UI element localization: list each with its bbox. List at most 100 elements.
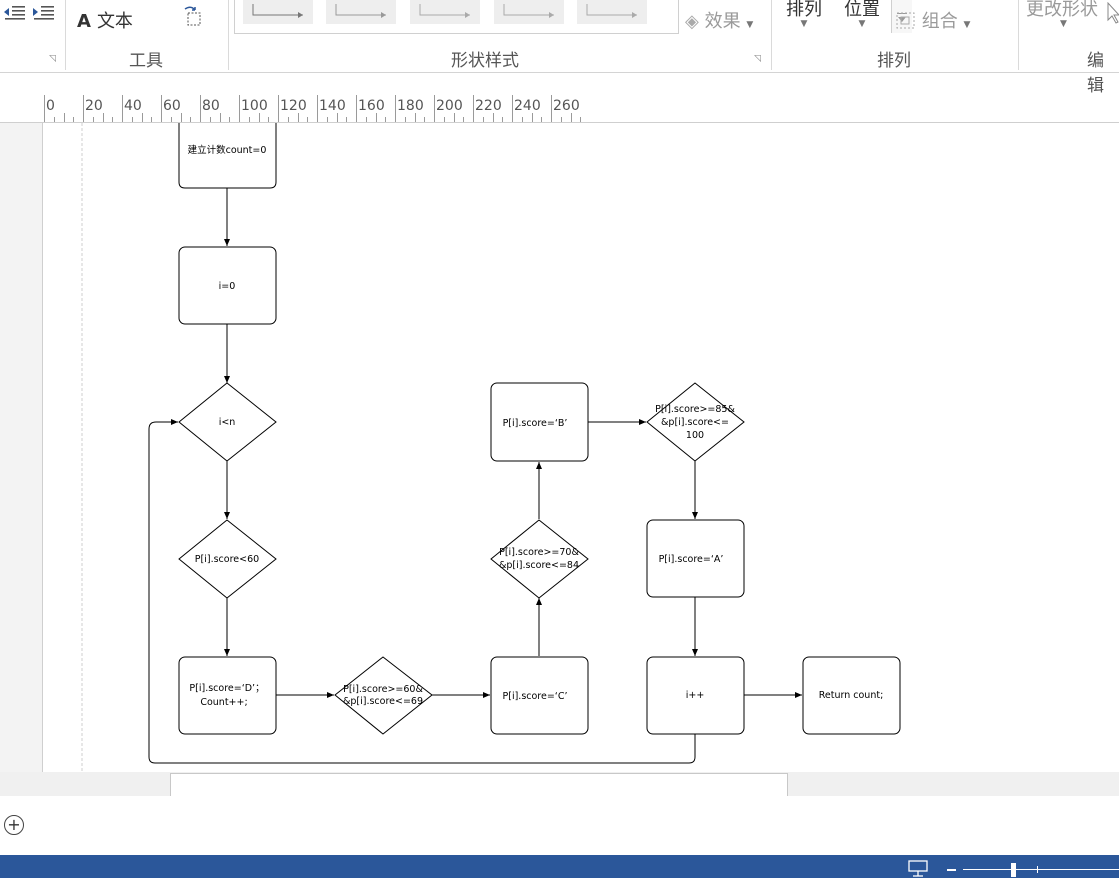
set-a-text: P[i].score=‘A’ [659,554,724,565]
add-page-icon[interactable]: + [4,815,24,835]
ruler-minor-tick [258,113,260,122]
drawing-canvas[interactable]: 建立计数count=0 i=0 i<n P[i].score<60 P[i].s… [0,123,1119,772]
chevron-down-icon: ▼ [1060,19,1067,29]
process-box-init-i[interactable] [178,246,277,325]
decision-60-69[interactable] [334,656,433,735]
ruler-label: 180 [397,98,424,114]
ruler-label: 0 [46,98,55,114]
ruler-minor-tick [375,113,377,122]
shape-styles-launcher-icon[interactable]: ◹ [754,54,761,64]
change-shape-button[interactable]: 更改形状 ▼ [1026,0,1098,29]
edit-group-label: 编辑 [1087,51,1104,96]
decrease-indent-icon[interactable] [4,4,26,24]
ruler-major-tick [551,95,552,122]
cond-60-69-text-2: &p[i].score<=69 [343,696,423,707]
style-thumbnail[interactable] [494,0,564,24]
ruler-major-tick [356,95,357,122]
ruler-minor-tick [141,113,143,122]
pointer-icon[interactable] [1107,1,1119,29]
connection-point-icon[interactable] [181,5,207,36]
ruler-minor-tick [287,117,289,122]
process-box-increment[interactable] [646,656,745,735]
ruler-minor-tick [365,117,367,122]
ruler-minor-tick [92,117,94,122]
change-shape-label: 更改形状 [1026,0,1098,20]
ruler-minor-tick [521,117,523,122]
ruler-major-tick [44,95,45,122]
style-thumbnail[interactable] [410,0,480,24]
process-box-return[interactable] [802,656,901,735]
ribbon-separator [228,0,229,70]
shape-style-gallery[interactable] [234,0,912,34]
ruler-minor-tick [102,113,104,122]
chevron-down-icon: ▼ [858,19,866,29]
ribbon-separator [65,0,66,70]
ruler-minor-tick [248,117,250,122]
ribbon-separator [1018,0,1019,70]
ruler-major-tick [278,95,279,122]
process-box-init-count[interactable] [178,123,277,189]
ruler-label: 160 [358,98,385,114]
ruler-major-tick [161,95,162,122]
effects-icon: ◈ [685,11,699,32]
init-i-text: i=0 [219,281,236,292]
scrollbar-thumb[interactable] [170,773,788,797]
return-text: Return count; [819,690,884,701]
ruler-label: 140 [319,98,346,114]
increase-indent-icon[interactable] [33,4,55,25]
arrange-label: 排列 [786,0,822,20]
horizontal-scrollbar[interactable] [0,772,1119,797]
ruler-minor-tick [53,117,55,122]
decision-70-84[interactable] [490,519,589,599]
decision-i-lt-n[interactable] [178,382,277,462]
ruler-minor-tick [424,117,426,122]
group-button[interactable]: 组合 ▼ [896,7,970,33]
ruler-minor-tick [297,113,299,122]
cond-85-100-text-2: &p[i].score<= [661,417,729,428]
chevron-down-icon: ▼ [746,20,754,30]
process-box-set-d[interactable] [178,656,277,735]
decision-lt-60[interactable] [178,519,277,599]
style-thumbnail[interactable] [243,0,313,24]
process-box-set-c[interactable] [490,656,589,735]
ruler-minor-tick [404,117,406,122]
ruler-minor-tick [482,117,484,122]
cond-85-100-text-3: 100 [686,430,704,441]
process-box-set-b[interactable] [490,382,589,462]
ruler-minor-tick [541,117,543,122]
ruler-label: 60 [163,98,181,114]
style-thumbnail[interactable] [577,0,647,24]
process-box-set-a[interactable] [646,519,745,598]
ruler-label: 40 [124,98,142,114]
presentation-mode-icon[interactable] [908,860,928,877]
decision-85-100[interactable] [646,382,745,462]
ruler-minor-tick [502,117,504,122]
ruler-major-tick [317,95,318,122]
set-c-text: P[i].score=‘C’ [503,691,568,702]
ruler-minor-tick [131,117,133,122]
zoom-out-icon[interactable] [947,869,956,871]
paragraph-launcher-icon[interactable]: ◹ [49,54,56,64]
effects-button[interactable]: ◈ 效果 ▼ [685,7,753,33]
style-thumbnail[interactable] [326,0,396,24]
position-button[interactable]: 位置 ▼ [844,0,880,29]
ruler-major-tick [83,95,84,122]
ruler-label: 260 [553,98,580,114]
ruler-major-tick [512,95,513,122]
set-d-text: P[i].score=‘D’； [189,683,264,694]
page-tabs-area [0,796,1119,856]
zoom-slider[interactable] [963,863,1119,877]
ruler-label: 200 [436,98,463,114]
flowchart: 建立计数count=0 i=0 i<n P[i].score<60 P[i].s… [81,123,901,772]
ruler-minor-tick [112,117,114,122]
ruler-minor-tick [560,117,562,122]
ruler-major-tick [239,95,240,122]
group-label: 组合 [921,11,958,32]
ruler-label: 240 [514,98,541,114]
loop-back-connector[interactable] [148,419,696,764]
arrange-button[interactable]: 排列 ▼ [786,0,822,29]
increment-text: i++ [686,690,705,701]
